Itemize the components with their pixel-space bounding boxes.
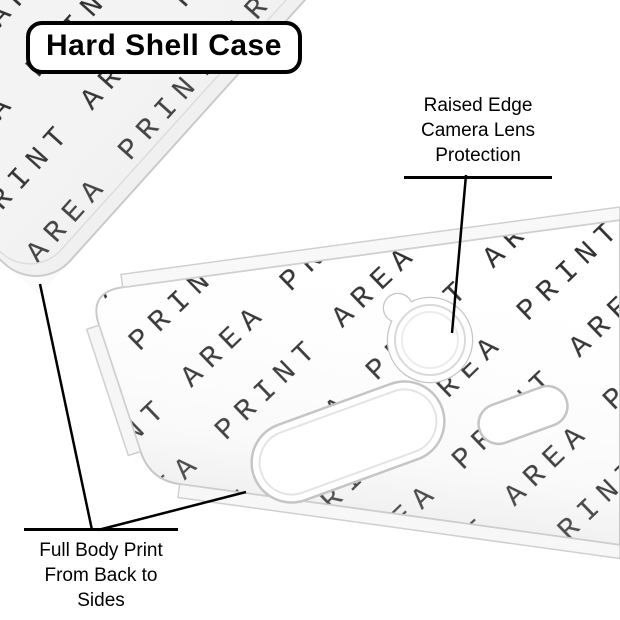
full-body-print-callout: Full Body Print From Back to Sides (24, 528, 178, 613)
leader-line-fullbody-right (97, 490, 247, 532)
side-port-cutout (477, 384, 569, 446)
camera-bar-inner-lip (258, 388, 438, 496)
case-left-rim (85, 324, 142, 457)
camera-callout-line-3: Protection (435, 145, 521, 166)
camera-protection-callout: Raised Edge Camera Lens Protection (404, 93, 552, 179)
side-port-opening (477, 384, 569, 446)
raised-edge-ring-outer (394, 304, 466, 376)
hard-shell-case-badge: Hard Shell Case (26, 21, 302, 74)
raised-edge-ring-inner (401, 311, 459, 369)
leader-line-camera (450, 174, 468, 334)
lens-hole-fill (388, 298, 472, 382)
camera-bar-cutout (250, 380, 446, 504)
badge-label: Hard Shell Case (46, 29, 282, 62)
fullbody-callout-line-3: Sides (77, 590, 125, 611)
camera-lens-cutout (382, 292, 474, 384)
case-main-shading (96, 220, 620, 545)
camera-bar-opening (250, 380, 446, 504)
camera-callout-line-2: Camera Lens (420, 120, 536, 141)
leader-line-fullbody-left (38, 283, 94, 531)
fullbody-callout-line-1: Full Body Print (39, 540, 163, 561)
camera-callout-line-1: Raised Edge (423, 95, 533, 116)
fullbody-callout-line-2: From Back to (44, 565, 158, 586)
